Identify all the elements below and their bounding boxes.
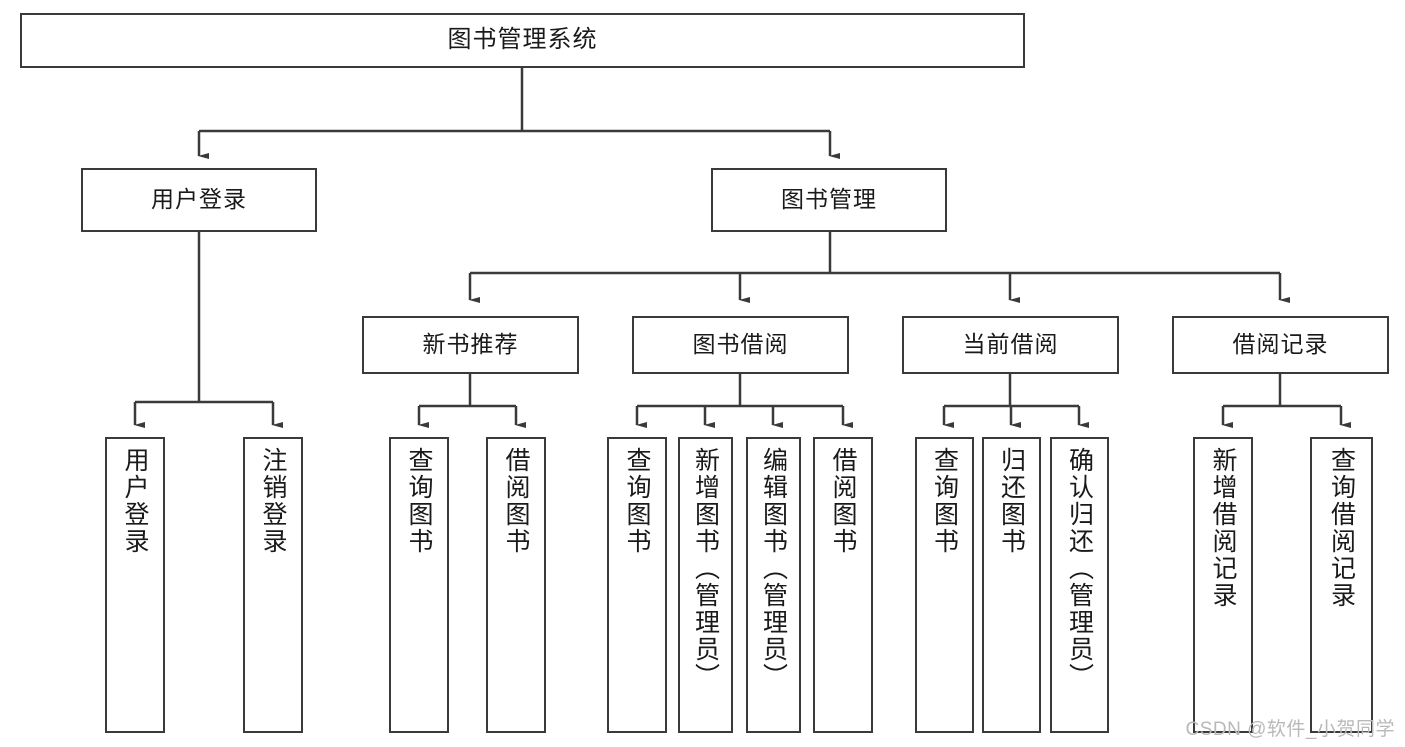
- node-current-borrow[interactable]: 当前借阅: [902, 316, 1119, 374]
- node-borrow-record-label: 借阅记录: [1232, 331, 1329, 358]
- watermark: CSDN @软件_小贺同学: [1185, 719, 1395, 740]
- leaf-label: 查询图书: [405, 447, 433, 555]
- leaf-label: 新增图书（管理员）: [691, 447, 720, 690]
- leaf-label: 查询图书: [623, 447, 651, 555]
- node-root-label: 图书管理系统: [447, 26, 598, 54]
- leaf-label: 借阅图书: [502, 447, 530, 555]
- node-book-management-label: 图书管理: [781, 186, 877, 213]
- node-new-book-recommend[interactable]: 新书推荐: [362, 316, 579, 374]
- leaf-label: 用户登录: [121, 447, 149, 555]
- leaf-label: 新增借阅记录: [1209, 447, 1237, 609]
- leaf-add-borrow-record[interactable]: 新增借阅记录: [1193, 437, 1253, 733]
- node-user-login[interactable]: 用户登录: [81, 168, 317, 232]
- leaf-label: 查询借阅记录: [1327, 447, 1356, 609]
- node-book-management[interactable]: 图书管理: [711, 168, 947, 232]
- leaf-label: 编辑图书（管理员）: [759, 447, 788, 690]
- leaf-query-borrow-record[interactable]: 查询借阅记录: [1310, 437, 1373, 733]
- leaf-confirm-return-admin[interactable]: 确认归还（管理员）: [1050, 437, 1109, 733]
- leaf-user-login[interactable]: 用户登录: [105, 437, 165, 733]
- leaf-label: 查询图书: [930, 447, 959, 555]
- leaf-logout[interactable]: 注销登录: [243, 437, 303, 733]
- leaf-add-book-admin[interactable]: 新增图书（管理员）: [678, 437, 733, 733]
- leaf-label: 借阅图书: [829, 447, 857, 555]
- leaf-query-book-borrow[interactable]: 查询图书: [607, 437, 667, 733]
- leaf-query-book-recommend[interactable]: 查询图书: [389, 437, 449, 733]
- leaf-label: 确认归还（管理员）: [1065, 447, 1094, 690]
- node-root[interactable]: 图书管理系统: [20, 13, 1025, 68]
- node-user-login-label: 用户登录: [151, 186, 247, 213]
- leaf-label: 注销登录: [259, 447, 287, 555]
- node-current-borrow-label: 当前借阅: [962, 331, 1059, 358]
- leaf-edit-book-admin[interactable]: 编辑图书（管理员）: [746, 437, 801, 733]
- leaf-borrow-book-recommend[interactable]: 借阅图书: [486, 437, 546, 733]
- node-book-borrow[interactable]: 图书借阅: [632, 316, 849, 374]
- leaf-borrow-book[interactable]: 借阅图书: [813, 437, 873, 733]
- node-new-book-recommend-label: 新书推荐: [422, 331, 519, 358]
- leaf-label: 归还图书: [997, 447, 1026, 555]
- leaf-query-book-current[interactable]: 查询图书: [915, 437, 974, 733]
- node-book-borrow-label: 图书借阅: [692, 331, 789, 358]
- leaf-return-book[interactable]: 归还图书: [982, 437, 1041, 733]
- node-borrow-record[interactable]: 借阅记录: [1172, 316, 1389, 374]
